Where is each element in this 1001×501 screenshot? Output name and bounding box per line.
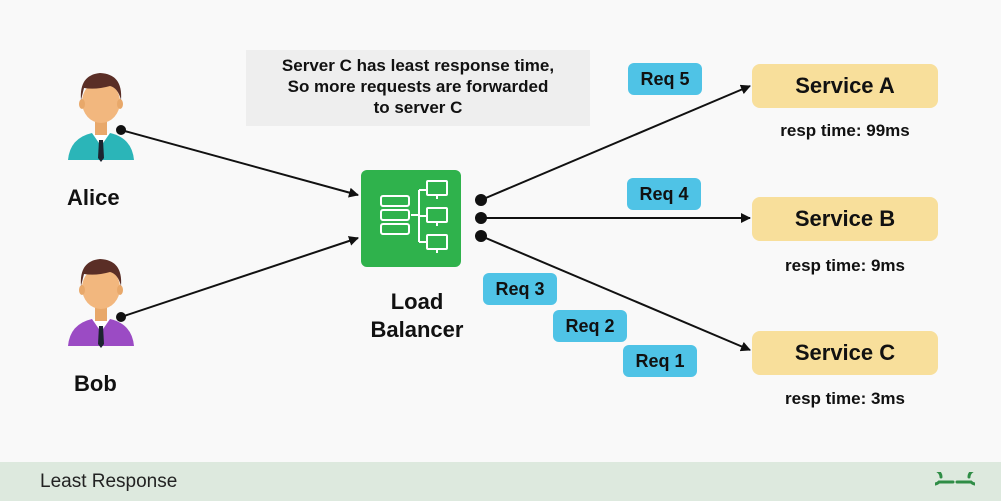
- note-line-1: Server C has least response time,: [281, 56, 555, 75]
- request-badge-3: Req 3: [483, 273, 557, 305]
- user-label-bob: Bob: [74, 371, 117, 396]
- load-balancer-label-line-1: Load: [390, 289, 444, 314]
- service-b-box: Service B: [752, 197, 938, 241]
- load-balancer-icon: [361, 170, 461, 267]
- balancer-to-service-c-arrow: [480, 235, 751, 352]
- service-a-resp-time: resp time: 99ms: [780, 121, 910, 140]
- load-balancer-label-line-2: Balancer: [370, 317, 464, 342]
- geeksforgeeks-logo-icon: [935, 471, 975, 485]
- service-c-resp-time: resp time: 3ms: [785, 389, 905, 408]
- load-balancer-label: Load Balancer: [350, 288, 484, 344]
- bob-to-balancer-arrow: [120, 236, 359, 318]
- request-badge-2: Req 2: [553, 310, 627, 342]
- service-c-box: Service C: [752, 331, 938, 375]
- request-badge-5: Req 5: [628, 63, 702, 95]
- service-a-box: Service A: [752, 64, 938, 108]
- balancer-to-service-a-arrow: [480, 84, 751, 201]
- bob-avatar-icon: [68, 259, 134, 348]
- request-badge-4: Req 4: [627, 178, 701, 210]
- note-line-2: So more requests are forwarded: [287, 77, 549, 96]
- footer-title: Least Response: [40, 470, 178, 492]
- alice-avatar-icon: [68, 73, 134, 162]
- note-line-3: to server C: [373, 98, 463, 117]
- request-badge-1: Req 1: [623, 345, 697, 377]
- info-note: Server C has least response time, So mor…: [246, 50, 590, 126]
- user-label-alice: Alice: [67, 185, 120, 210]
- footer-bar: Least Response: [0, 462, 1001, 501]
- service-b-resp-time: resp time: 9ms: [785, 256, 905, 275]
- alice-to-balancer-arrow: [120, 129, 359, 198]
